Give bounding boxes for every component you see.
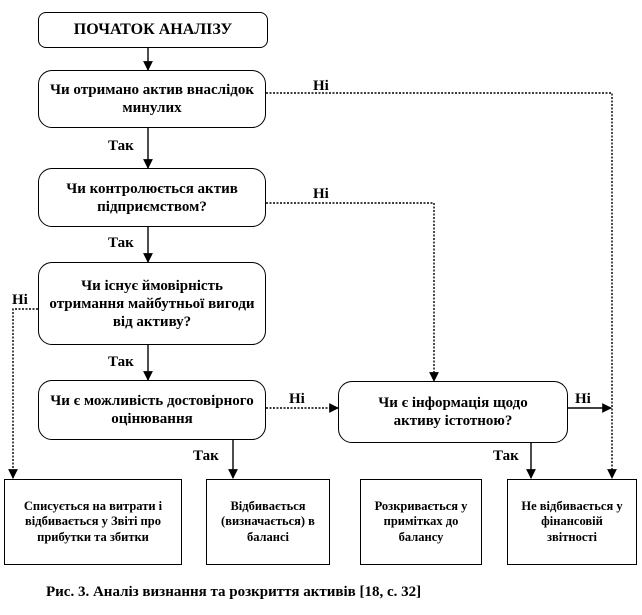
outcome-expensed-text: Списується на витрати і відбивається у З…: [23, 498, 163, 544]
question-future-benefit: Чи існує ймовірність отримання майбутньо…: [38, 262, 266, 345]
arrow-q2-no: [266, 202, 439, 382]
no-label-q1: Ні: [313, 78, 329, 94]
start-box: ПОЧАТОК АНАЛІЗУ: [38, 12, 268, 48]
start-label: ПОЧАТОК АНАЛІЗУ: [73, 21, 233, 39]
no-label-q2: Ні: [313, 186, 329, 202]
no-label-q5: Ні: [575, 391, 591, 407]
question-reliable-measurement-text: Чи є можливість достовірного оцінювання: [50, 393, 254, 427]
question-reliable-measurement: Чи є можливість достовірного оцінювання: [38, 380, 266, 440]
question-asset-controlled-text: Чи контролюється актив підприємством?: [66, 180, 238, 215]
question-received-asset: Чи отримано актив внаслідок минулих: [38, 70, 266, 128]
outcome-disclosed-notes-text: Розкривається у примітках до балансу: [374, 498, 468, 544]
outcome-recognized-balance: Відбивається (визначається) в балансі: [206, 479, 330, 565]
arrow-q1-no: [266, 92, 617, 479]
yes-label-q5: Так: [493, 448, 519, 464]
question-asset-controlled: Чи контролюється актив підприємством?: [38, 168, 266, 227]
question-future-benefit-text: Чи існує ймовірність отримання майбутньо…: [49, 277, 255, 330]
yes-label-q2: Так: [108, 235, 134, 251]
outcome-expensed: Списується на витрати і відбивається у З…: [4, 479, 182, 565]
outcome-not-reflected-text: Не відбивається у фінансовій звітності: [521, 498, 623, 544]
outcome-disclosed-notes: Розкривається у примітках до балансу: [360, 479, 482, 565]
outcome-not-reflected: Не відбивається у фінансовій звітності: [507, 479, 637, 565]
yes-label-q4: Так: [193, 448, 219, 464]
question-information-material-text: Чи є інформація щодо активу істотною?: [378, 395, 528, 429]
yes-label-q1: Так: [108, 138, 134, 154]
yes-label-q3: Так: [108, 354, 134, 370]
outcome-recognized-balance-text: Відбивається (визначається) в балансі: [221, 498, 315, 544]
arrow-q3-no: [8, 308, 38, 479]
no-label-q4: Ні: [289, 391, 305, 407]
question-received-asset-text: Чи отримано актив внаслідок минулих: [50, 82, 254, 116]
no-label-q3: Ні: [12, 292, 28, 308]
question-information-material: Чи є інформація щодо активу істотною?: [338, 381, 568, 443]
figure-caption: Рис. 3. Аналіз визнання та розкриття акт…: [46, 584, 422, 600]
